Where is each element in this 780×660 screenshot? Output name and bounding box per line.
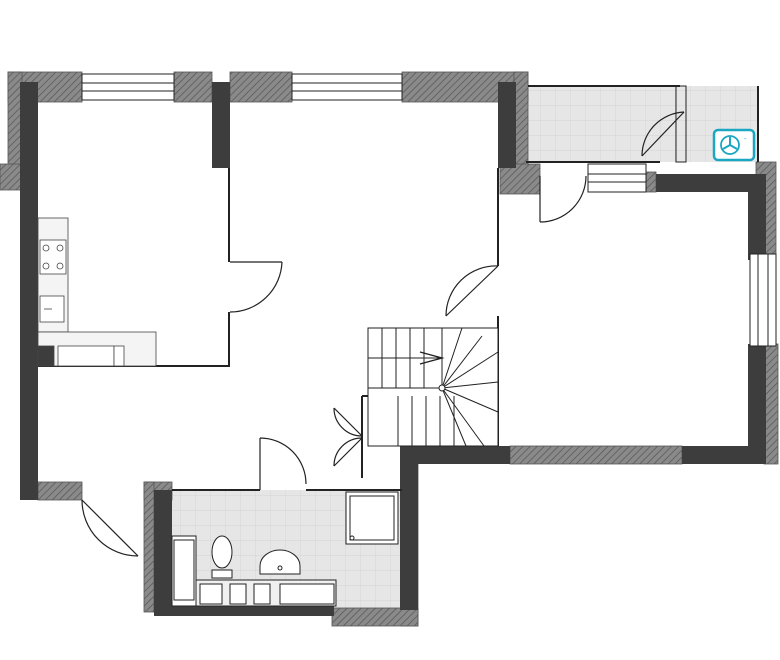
window-icon bbox=[675, 85, 687, 163]
balcony-divider-wall bbox=[656, 174, 766, 192]
door-swing-icon bbox=[333, 407, 363, 467]
door-swing-icon bbox=[81, 499, 139, 557]
bathroom-fixtures bbox=[171, 491, 399, 607]
cooktop bbox=[39, 239, 67, 275]
structural-walls bbox=[20, 82, 766, 616]
center-load-wall bbox=[498, 82, 516, 168]
ac-unit-icon: - bbox=[712, 128, 756, 162]
window-icon bbox=[81, 73, 175, 101]
bathroom-west-wall bbox=[154, 490, 172, 610]
washbasin bbox=[259, 549, 301, 575]
door-swing-icon bbox=[539, 175, 587, 223]
south-wall-east bbox=[682, 446, 766, 464]
kitchen-partition-column bbox=[212, 82, 230, 168]
east-exterior-wall-lower bbox=[748, 344, 766, 464]
window-icon bbox=[587, 163, 647, 193]
window-icon bbox=[291, 73, 403, 101]
door-swing-icon bbox=[641, 111, 685, 157]
bathroom-east-wall bbox=[400, 464, 418, 610]
bathroom-south-wall bbox=[154, 606, 334, 616]
ac-unit-label: - bbox=[744, 135, 747, 143]
oven bbox=[37, 345, 55, 367]
east-exterior-wall bbox=[748, 190, 766, 260]
windows bbox=[81, 73, 777, 347]
west-exterior-wall bbox=[20, 82, 38, 500]
staircase bbox=[367, 327, 499, 447]
door-swing-icon bbox=[445, 265, 499, 317]
doors bbox=[81, 111, 685, 557]
stair-arrow-icon bbox=[419, 351, 445, 365]
toilet bbox=[211, 535, 233, 579]
kitchen-fixtures bbox=[37, 217, 157, 367]
door-swing-icon bbox=[259, 437, 307, 490]
bathroom-cabinets bbox=[171, 535, 337, 607]
south-wall-west bbox=[400, 446, 510, 464]
shower-tray bbox=[345, 491, 399, 545]
fridge bbox=[57, 345, 115, 367]
window-icon bbox=[749, 253, 777, 347]
door-swing-icon bbox=[229, 261, 283, 313]
